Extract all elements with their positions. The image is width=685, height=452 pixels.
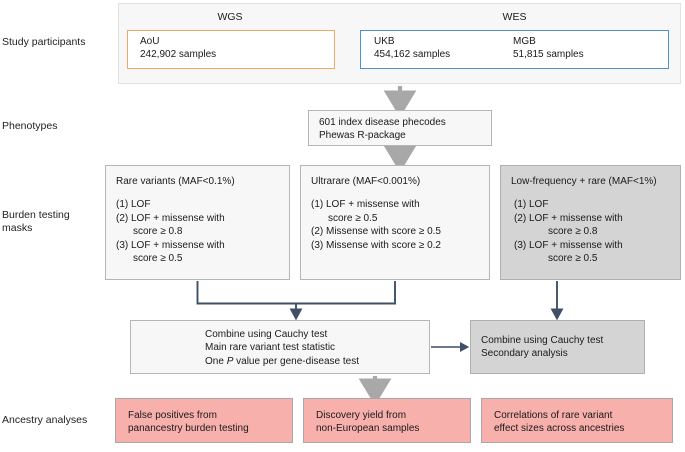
mask-1-item-1: (1) LOF	[116, 199, 151, 211]
mask-3-item-2: (2) LOF + missense with	[514, 212, 623, 224]
mask-1-item-2-cont: score ≥ 0.8	[133, 226, 183, 238]
arrow-masks-to-combine-main	[196, 281, 396, 321]
mask-box-ultrarare: Ultrarare (MAF<0.001%) (1) LOF + missens…	[300, 165, 490, 280]
ancestry-box-correlations: Correlations of rare variant effect size…	[481, 398, 673, 443]
mask-3-item-1: (1) LOF	[514, 199, 549, 211]
mask-1-title: Rare variants (MAF<0.1%)	[116, 176, 235, 187]
combine-main-box: Combine using Cauchy test Main rare vari…	[130, 320, 430, 374]
mask-1-item-3-cont: score ≥ 0.5	[133, 253, 183, 265]
mask-2-item-1-cont: score ≥ 0.5	[328, 212, 378, 224]
combine-secondary-line-2: Secondary analysis	[481, 348, 568, 360]
group-title-wes: WES	[502, 11, 527, 23]
cohort-mgb: MGB 51,815 samples	[513, 35, 584, 62]
cohort-aou: AoU 242,902 samples	[140, 35, 216, 62]
ancestry-1-line-1: False positives from	[128, 410, 217, 421]
cohort-aou-name: AoU	[140, 36, 160, 47]
mask-3-item-2-cont: score ≥ 0.8	[548, 226, 598, 238]
row-label-study-participants: Study participants	[2, 36, 86, 48]
phenotypes-line-2: Phewas R-package	[319, 130, 406, 142]
mask-3-item-3: (3) LOF + missense with	[514, 239, 623, 251]
mask-2-title: Ultrarare (MAF<0.001%)	[311, 176, 421, 187]
cohort-ukb: UKB 454,162 samples	[374, 35, 450, 62]
ancestry-2-line-2: non-European samples	[316, 423, 420, 435]
mask-3-title: Low-frequency + rare (MAF<1%)	[511, 176, 657, 187]
combine-main-line-2: Main rare variant test statistic	[205, 342, 336, 354]
combine-main-line-3: One P value per gene-disease test	[205, 355, 429, 368]
ancestry-3-line-2: effect sizes across ancestries	[494, 423, 625, 435]
mask-1-item-2: (2) LOF + missense with	[116, 212, 225, 224]
combine-main-line-3-italic: P	[226, 355, 234, 367]
combine-main-line-3-pre: One	[205, 355, 227, 367]
mask-box-rare-variants: Rare variants (MAF<0.1%) (1) LOF (2) LOF…	[105, 165, 290, 280]
cohort-ukb-name: UKB	[374, 36, 395, 47]
cohort-mgb-samples: 51,815 samples	[513, 49, 584, 61]
row-label-phenotypes: Phenotypes	[2, 120, 58, 132]
ancestry-3-line-1: Correlations of rare variant	[494, 410, 613, 421]
combine-secondary-box: Combine using Cauchy test Secondary anal…	[470, 320, 645, 374]
row-label-ancestry-analyses: Ancestry analyses	[2, 414, 88, 426]
mask-box-low-frequency-rare: Low-frequency + rare (MAF<1%) (1) LOF (2…	[500, 165, 681, 280]
cohort-mgb-name: MGB	[513, 36, 536, 47]
phenotypes-box: 601 index disease phecodes Phewas R-pack…	[308, 110, 492, 146]
ancestry-box-discovery-yield: Discovery yield from non-European sample…	[303, 398, 471, 443]
ancestry-box-false-positives: False positives from panancestry burden …	[115, 398, 293, 443]
combine-main-line-3-post: value per gene-disease test	[233, 355, 359, 367]
ancestry-1-line-2: panancestry burden testing	[128, 423, 249, 435]
mask-3-item-3-cont: score ≥ 0.5	[548, 253, 598, 265]
mask-1-item-3: (3) LOF + missense with	[116, 239, 225, 251]
mask-2-item-2: (2) Missense with score ≥ 0.5	[311, 226, 441, 238]
combine-main-line-1: Combine using Cauchy test	[205, 329, 328, 340]
row-label-burden-testing-masks: Burden testing masks	[2, 209, 70, 234]
wgs-cohort-box: AoU 242,902 samples	[127, 30, 335, 69]
phenotypes-line-1: 601 index disease phecodes	[319, 117, 446, 128]
cohort-ukb-samples: 454,162 samples	[374, 49, 451, 61]
wes-cohort-box: UKB 454,162 samples MGB 51,815 samples	[360, 30, 669, 69]
mask-2-item-3: (3) Missense with score ≥ 0.2	[311, 239, 441, 251]
cohort-aou-samples: 242,902 samples	[140, 49, 217, 61]
group-title-wgs: WGS	[217, 11, 243, 23]
ancestry-2-line-1: Discovery yield from	[316, 410, 407, 421]
combine-secondary-line-1: Combine using Cauchy test	[481, 335, 604, 346]
mask-2-item-1: (1) LOF + missense with	[311, 199, 420, 211]
